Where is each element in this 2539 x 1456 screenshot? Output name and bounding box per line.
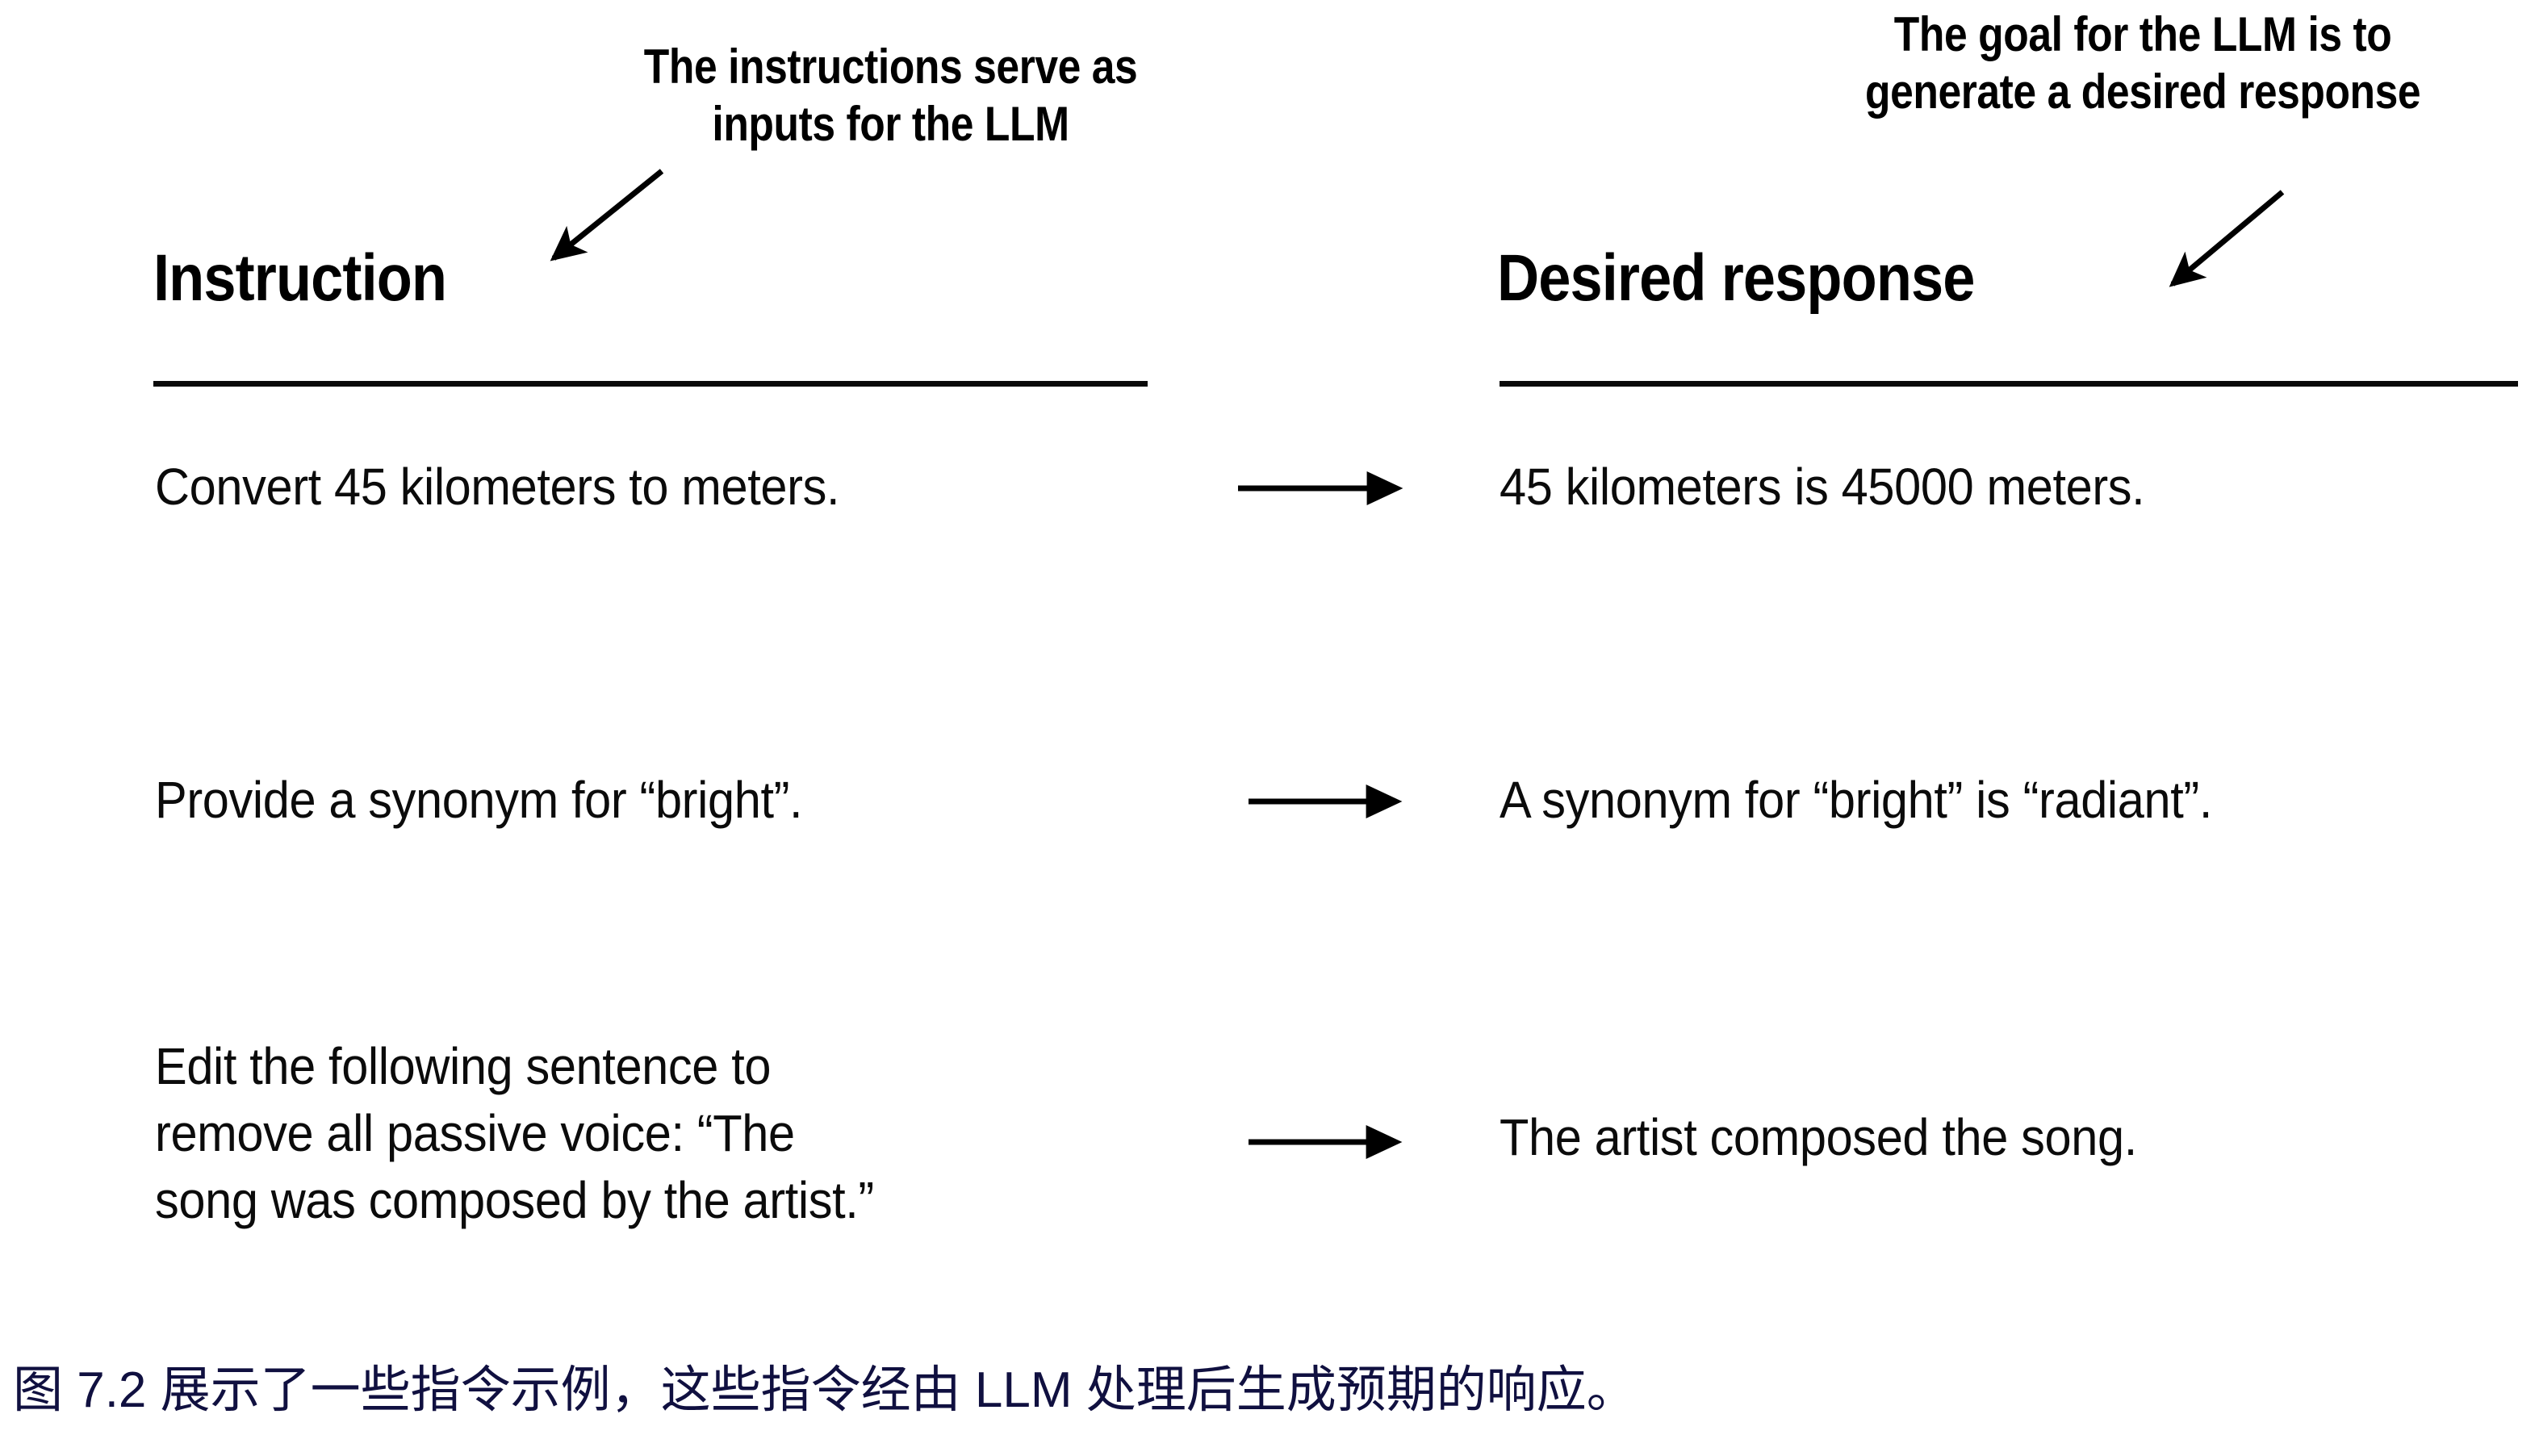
instruction-cell-row-3: Edit the following sentence to remove al… — [155, 1033, 874, 1235]
response-row-2-line-1: A synonym for “bright” is “radiant”. — [1500, 771, 2213, 829]
header-rule-right — [1500, 381, 2518, 387]
annotation-left: The instructions serve as inputs for the… — [644, 39, 1138, 153]
column-header-instruction: Instruction — [153, 241, 447, 315]
instruction-cell-row-1: Convert 45 kilometers to meters. — [155, 454, 840, 521]
column-header-desired-response: Desired response — [1497, 241, 1975, 315]
instruction-row-3-line-3: song was composed by the artist.” — [155, 1171, 874, 1230]
response-cell-row-2: A synonym for “bright” is “radiant”. — [1500, 767, 2212, 834]
row-arrow-icon-3 — [1249, 1125, 1403, 1159]
row-arrow-icon-1 — [1238, 471, 1403, 505]
annotation-left-line-1: The instructions serve as — [643, 40, 1138, 94]
instruction-cell-row-2: Provide a synonym for “bright”. — [155, 767, 803, 834]
instruction-row-1-line-1: Convert 45 kilometers to meters. — [155, 458, 840, 516]
annotation-left-line-2: inputs for the LLM — [712, 96, 1069, 151]
annotation-arrow-left-icon — [550, 169, 664, 261]
annotation-arrow-right-icon — [2169, 190, 2285, 287]
response-row-1-line-1: 45 kilometers is 45000 meters. — [1500, 458, 2145, 516]
annotation-right: The goal for the LLM is to generate a de… — [1865, 6, 2421, 121]
instruction-row-3-line-1: Edit the following sentence to — [155, 1037, 772, 1095]
header-rule-left — [153, 381, 1148, 387]
row-arrow-icon-2 — [1249, 784, 1403, 818]
response-cell-row-1: 45 kilometers is 45000 meters. — [1500, 454, 2145, 521]
annotation-right-line-2: generate a desired response — [1865, 64, 2421, 119]
instruction-row-2-line-1: Provide a synonym for “bright”. — [155, 771, 803, 829]
instruction-row-3-line-2: remove all passive voice: “The — [155, 1104, 795, 1163]
response-cell-row-3: The artist composed the song. — [1500, 1104, 2137, 1171]
annotation-right-line-1: The goal for the LLM is to — [1893, 7, 2392, 61]
response-row-3-line-1: The artist composed the song. — [1500, 1108, 2137, 1166]
figure-caption: 图 7.2 展示了一些指令示例，这些指令经由 LLM 处理后生成预期的响应。 — [13, 1362, 1637, 1418]
